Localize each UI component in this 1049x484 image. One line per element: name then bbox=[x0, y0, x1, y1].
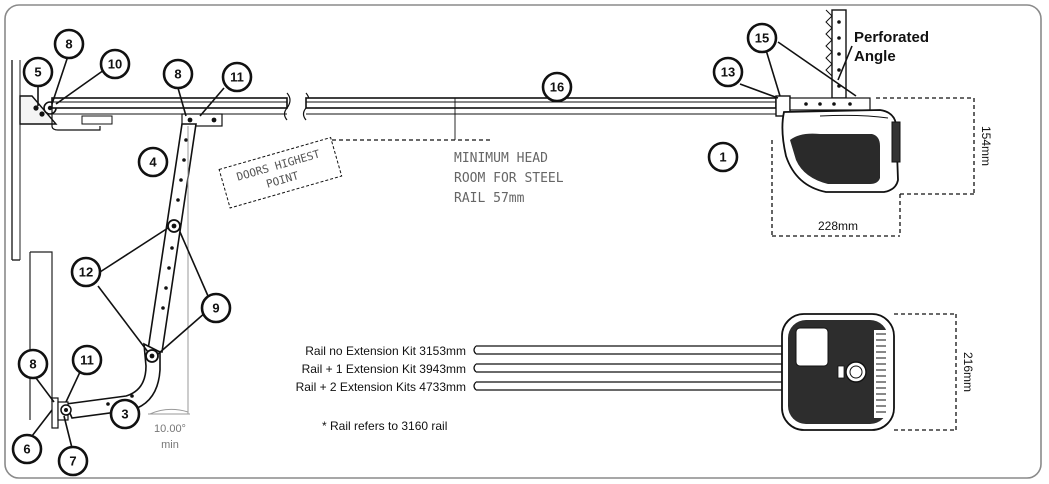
curved-arm bbox=[64, 342, 161, 419]
svg-text:11: 11 bbox=[230, 70, 244, 85]
callout-9: 9 bbox=[200, 292, 232, 324]
angle-value-label: 10.00° bbox=[154, 423, 186, 435]
doors-highest-point-label: DOORS HIGHEST POINT bbox=[218, 136, 343, 209]
rails-top-view bbox=[473, 345, 790, 391]
callout-12: 12 bbox=[70, 256, 102, 288]
wall-header bbox=[11, 60, 21, 261]
svg-text:7: 7 bbox=[69, 454, 76, 469]
callout-3: 3 bbox=[109, 398, 141, 430]
svg-text:8: 8 bbox=[29, 357, 36, 372]
callout-4: 4 bbox=[137, 146, 169, 178]
callout-11-door: 11 bbox=[71, 344, 103, 376]
callout-1: 1 bbox=[707, 141, 739, 173]
svg-text:3: 3 bbox=[121, 407, 128, 422]
callout-8-header: 8 bbox=[53, 28, 85, 60]
door-bracket bbox=[51, 397, 72, 429]
rail-length-two-extensions: Rail + 2 Extension Kits 4733mm bbox=[296, 380, 466, 394]
svg-text:12: 12 bbox=[79, 265, 93, 280]
side-width-dimension: 228mm bbox=[818, 219, 858, 233]
diagram-frame bbox=[4, 4, 1042, 479]
side-dimension-box bbox=[771, 97, 975, 237]
svg-text:16: 16 bbox=[550, 80, 564, 95]
top-dimension-box bbox=[894, 313, 957, 431]
callout-15: 15 bbox=[746, 22, 778, 54]
svg-text:4: 4 bbox=[149, 155, 157, 170]
headroom-label-line2: ROOM FOR STEEL bbox=[454, 171, 564, 186]
rail-length-one-extension: Rail + 1 Extension Kit 3943mm bbox=[302, 362, 466, 376]
top-width-dimension: 216mm bbox=[961, 352, 975, 392]
motor-unit-side bbox=[775, 95, 901, 193]
callout-13: 13 bbox=[712, 56, 744, 88]
headroom-reference bbox=[332, 98, 490, 141]
svg-text:8: 8 bbox=[65, 37, 72, 52]
callout-6: 6 bbox=[11, 433, 43, 465]
svg-text:5: 5 bbox=[34, 65, 41, 80]
callout-5: 5 bbox=[22, 56, 54, 88]
svg-text:6: 6 bbox=[23, 442, 30, 457]
header-bracket bbox=[19, 95, 58, 125]
svg-text:8: 8 bbox=[174, 67, 181, 82]
svg-text:9: 9 bbox=[212, 301, 219, 316]
callout-8-trolley: 8 bbox=[162, 58, 194, 90]
perforated-angle-label-line1: Perforated bbox=[854, 29, 929, 46]
callout-8-door: 8 bbox=[17, 348, 49, 380]
callout-16: 16 bbox=[541, 71, 573, 103]
callout-7: 7 bbox=[57, 445, 89, 477]
motor-unit-top bbox=[781, 313, 895, 431]
angle-indicator bbox=[148, 126, 190, 415]
perforated-angle bbox=[825, 9, 847, 99]
straight-arm bbox=[147, 123, 197, 353]
arm-fastener-lower bbox=[145, 349, 159, 363]
headroom-label-line3: RAIL 57mm bbox=[454, 191, 525, 206]
svg-text:13: 13 bbox=[721, 65, 735, 80]
callout-leaders bbox=[31, 41, 857, 449]
callout-10: 10 bbox=[99, 48, 131, 80]
svg-text:10: 10 bbox=[108, 57, 122, 72]
svg-text:1: 1 bbox=[719, 150, 726, 165]
arm-fastener-upper bbox=[167, 219, 181, 233]
svg-text:11: 11 bbox=[80, 353, 94, 368]
rail-length-no-extension: Rail no Extension Kit 3153mm bbox=[305, 344, 466, 358]
rail-footnote: * Rail refers to 3160 rail bbox=[322, 419, 447, 433]
rail bbox=[51, 92, 777, 131]
headroom-label-line1: MINIMUM HEAD bbox=[454, 151, 548, 166]
door-panel bbox=[29, 251, 53, 420]
side-height-dimension: 154mm bbox=[979, 126, 993, 166]
callout-11-trolley: 11 bbox=[221, 61, 253, 93]
angle-min-label: min bbox=[161, 439, 179, 451]
svg-text:15: 15 bbox=[755, 31, 769, 46]
perforated-angle-label-line2: Angle bbox=[854, 48, 896, 65]
